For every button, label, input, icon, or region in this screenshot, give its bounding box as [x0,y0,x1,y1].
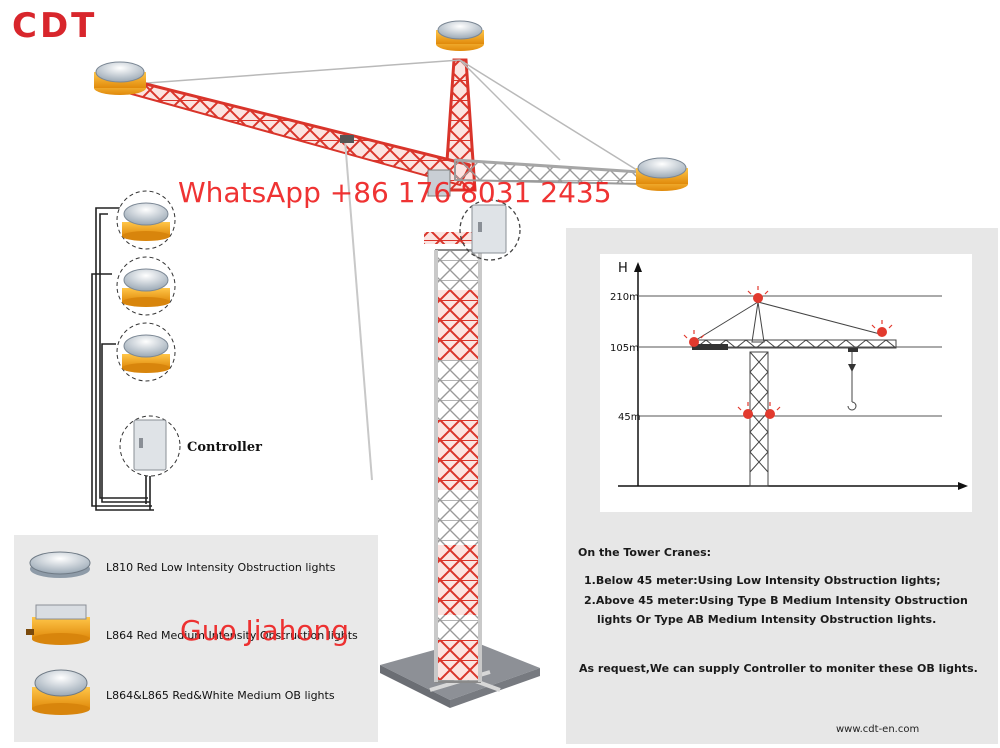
vertical-axis-arrow [634,262,642,272]
brand-logo: CDT [12,6,98,46]
level-label-105: 105m [610,343,639,354]
mast-controller-box [459,199,521,261]
axis-label-h: H [618,261,628,276]
wired-light-3 [116,322,176,382]
legend-item-l864: L864 Red Medium Intensity Obstruction li… [106,629,358,642]
info-point-2-line-2: lights Or Type AB Medium Intensity Obstr… [597,613,937,626]
wired-light-1 [116,190,176,250]
level-label-45: 45m [618,412,640,423]
crane-mast [434,249,482,683]
light-top [436,20,484,51]
platform [424,232,484,244]
wired-light-2 [116,256,176,316]
operator-cabin [427,169,451,197]
height-diagram: H 210m 105m 45m [600,254,972,512]
legend-item-l864-l865: L864&L865 Red&White Medium OB lights [106,689,335,702]
name-watermark: Guo Jiahong [180,614,350,647]
legend-item-l810: L810 Red Low Intensity Obstruction light… [106,561,336,574]
controller-label: Controller [187,440,262,455]
mini-crane [695,301,897,487]
red-white-light-icon [32,669,90,715]
controller-box-icon [119,415,181,477]
light-marker-top [747,286,769,303]
info-request: As request,We can supply Controller to m… [579,662,978,675]
light-marker-mast-right [765,402,781,419]
level-label-210: 210m [610,292,639,303]
crane-jib [106,78,472,187]
light-marker-mast-left [737,402,753,419]
info-point-2-line-1: 2.Above 45 meter:Using Type B Medium Int… [584,594,968,607]
info-heading: On the Tower Cranes: [578,546,712,559]
light-jib-end [94,61,146,95]
light-marker-jib-left [683,330,705,347]
wiring-diagram [91,207,154,511]
mini-hook-arrow [848,364,856,372]
info-point-1: 1.Below 45 meter:Using Low Intensity Obs… [584,574,941,587]
whatsapp-watermark: WhatsApp +86 176 8031 2435 [178,176,612,209]
low-intensity-light-icon [29,551,91,578]
mini-counter-weight [692,344,728,350]
light-marker-jib-right [871,320,893,337]
medium-intensity-light-icon [26,604,90,645]
hoist-cable [344,139,373,481]
legend-panel: L810 Red Low Intensity Obstruction light… [14,535,378,742]
mini-trolley [848,348,858,352]
light-counter-jib-end [636,157,688,191]
website-link[interactable]: www.cdt-en.com [836,724,920,735]
height-diagram-svg: H 210m 105m 45m [610,261,968,490]
trolley [340,135,354,143]
crane-top-tower [119,58,641,192]
horizontal-axis-arrow [958,482,968,490]
